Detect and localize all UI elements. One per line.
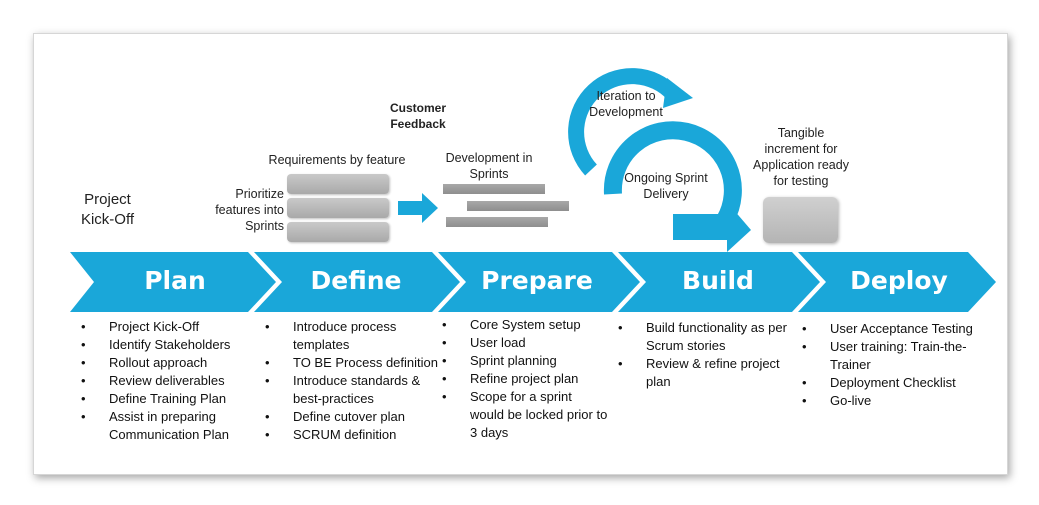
list-item: Go-live (794, 392, 974, 410)
prioritize-line-1: Prioritize (235, 187, 284, 201)
requirement-bar-3 (287, 222, 389, 242)
iteration-label: Iteration to Development (578, 88, 674, 120)
application-increment-box (763, 197, 838, 243)
right-arrow-icon (398, 193, 438, 223)
list-item: Core System setup (434, 316, 609, 334)
chevron-deploy (798, 252, 996, 312)
chevron-plan (70, 252, 276, 312)
list-item: Build functionality as per Scrum stories (610, 319, 790, 355)
tangible-line-3: Application ready (753, 158, 849, 172)
list-item: Deployment Checklist (794, 374, 974, 392)
development-line-1: Development in (445, 151, 533, 165)
list-item: SCRUM definition (257, 426, 442, 444)
prioritize-line-3: Sprints (245, 219, 284, 233)
deploy-list: User Acceptance Testing User training: T… (794, 320, 974, 410)
tangible-increment-label: Tangible increment for Application ready… (745, 125, 857, 189)
list-item: User load (434, 334, 609, 352)
list-item: Define Training Plan (73, 390, 253, 408)
ongoing-sprint-label: Ongoing Sprint Delivery (614, 170, 718, 202)
build-list: Build functionality as per Scrum stories… (610, 319, 790, 391)
tangible-line-2: increment for (764, 142, 838, 156)
chevron-prepare (438, 252, 640, 312)
phase-chevron-band (70, 252, 996, 312)
project-kickoff-label: Project Kick-Off (70, 190, 145, 230)
list-item: Assist in preparing Communication Plan (73, 408, 253, 444)
prepare-list: Core System setup User load Sprint plann… (434, 316, 609, 442)
requirement-bar-1 (287, 174, 389, 194)
list-item: Project Kick-Off (73, 318, 253, 336)
ongoing-sprint-line-2: Delivery (643, 187, 689, 201)
iteration-cycle-icon (568, 68, 751, 252)
prioritize-label: Prioritize features into Sprints (200, 186, 284, 234)
customer-feedback-line-1: Customer (389, 101, 446, 115)
phase-build-title: Build (682, 266, 754, 295)
project-kickoff-line-2: Kick-Off (80, 211, 135, 228)
list-item: User Acceptance Testing (794, 320, 974, 338)
sprint-bar-1 (443, 184, 545, 194)
list-item: Review & refine project plan (610, 355, 790, 391)
iteration-line-1: Iteration to (596, 89, 656, 103)
tangible-line-4: for testing (773, 174, 829, 188)
project-kickoff-line-1: Project (84, 191, 131, 208)
list-item: Introduce standards & best-practices (257, 372, 442, 408)
chevron-build (618, 252, 820, 312)
phase-prepare-title: Prepare (481, 266, 593, 295)
phase-deploy-title: Deploy (850, 266, 948, 295)
list-item: User training: Train-the-Trainer (794, 338, 974, 374)
tangible-line-1: Tangible (777, 126, 825, 140)
sprint-bar-3 (446, 217, 548, 227)
list-item: Review deliverables (73, 372, 253, 390)
list-item: Scope for a sprint would be locked prior… (434, 388, 609, 442)
list-item: Introduce process templates (257, 318, 442, 354)
list-item: TO BE Process definition (257, 354, 442, 372)
development-sprints-label: Development in Sprints (434, 150, 544, 182)
list-item: Rollout approach (73, 354, 253, 372)
ongoing-sprint-line-1: Ongoing Sprint (624, 171, 708, 185)
sprint-bar-2 (467, 201, 569, 211)
iteration-line-2: Development (589, 105, 663, 119)
list-item: Define cutover plan (257, 408, 442, 426)
customer-feedback-line-2: Feedback (390, 117, 446, 131)
requirement-bar-2 (287, 198, 389, 218)
list-item: Refine project plan (434, 370, 609, 388)
phase-define-title: Define (310, 266, 402, 295)
phase-plan-title: Plan (144, 266, 206, 295)
prioritize-line-2: features into (215, 203, 284, 217)
plan-list: Project Kick-Off Identify Stakeholders R… (73, 318, 253, 444)
define-list: Introduce process templates TO BE Proces… (257, 318, 442, 444)
chevron-define (254, 252, 460, 312)
customer-feedback-label: Customer Feedback (378, 100, 458, 132)
development-line-2: Sprints (469, 167, 509, 181)
requirements-label: Requirements by feature (268, 153, 406, 167)
list-item: Sprint planning (434, 352, 609, 370)
list-item: Identify Stakeholders (73, 336, 253, 354)
